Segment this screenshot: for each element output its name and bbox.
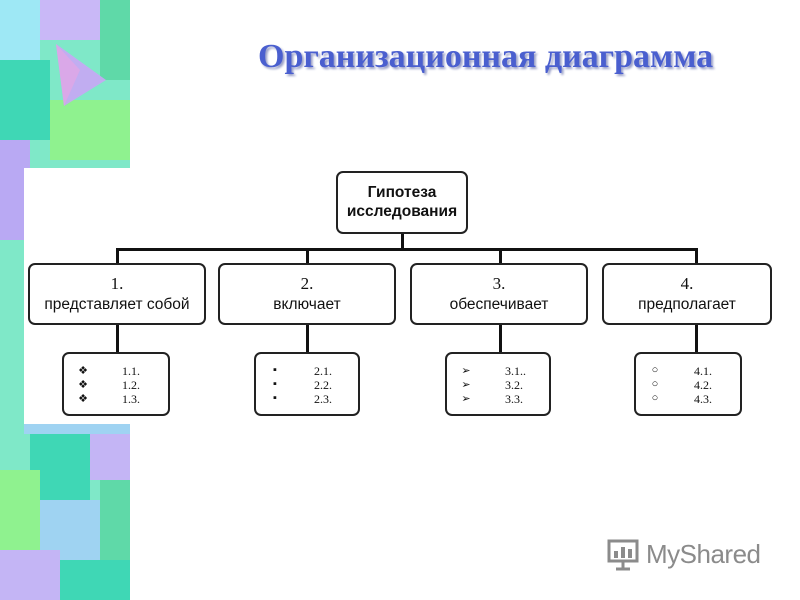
diamond-bullet-icon: ❖ <box>78 365 88 377</box>
circle-bullet-icon: ○ <box>651 364 659 376</box>
circle-bullet-icon: ○ <box>651 392 659 404</box>
root-node: Гипотеза исследования <box>336 171 468 234</box>
connector-branch-4 <box>695 248 698 264</box>
connector-sub-2 <box>306 325 309 353</box>
chart-screen-icon <box>607 539 639 571</box>
branch-number: 3. <box>492 274 506 293</box>
root-line-2: исследования <box>346 203 458 220</box>
circle-bullet-icon: ○ <box>651 378 659 390</box>
subitem-label: 3.1.. <box>505 364 526 378</box>
subitem-label: 2.1. <box>314 364 332 378</box>
branch-node-2: 2. включает <box>218 263 396 325</box>
subitems-node-1: ❖ 1.1. ❖ 1.2. ❖ 1.3. <box>62 352 170 416</box>
connector-sub-1 <box>116 325 119 353</box>
subitem-label: 2.2. <box>314 378 332 392</box>
arrow-bullet-icon: ➢ <box>461 365 471 377</box>
subitem-label: 3.3. <box>505 392 523 406</box>
subitem-label: 1.3. <box>122 392 140 406</box>
branch-label: обеспечивает <box>449 296 549 313</box>
slide-title: Организационная диаграмма <box>258 38 714 75</box>
arrow-bullet-icon: ➢ <box>461 393 471 405</box>
connector-sub-4 <box>695 325 698 353</box>
subitem-label: 4.1. <box>694 364 712 378</box>
branch-node-4: 4. предполагает <box>602 263 772 325</box>
branch-label: предполагает <box>638 296 736 313</box>
subitems-node-2: ▪ 2.1. ▪ 2.2. ▪ 2.3. <box>254 352 360 416</box>
branch-number: 2. <box>300 274 314 293</box>
branch-number: 4. <box>680 274 694 293</box>
arrow-bullet-icon: ➢ <box>461 379 471 391</box>
subitem-label: 2.3. <box>314 392 332 406</box>
connector-horizontal <box>116 248 698 251</box>
branch-label: включает <box>273 296 341 313</box>
square-bullet-icon: ▪ <box>273 378 277 390</box>
org-diagram: Гипотеза исследования 1. представляет со… <box>24 168 774 424</box>
subitems-node-4: ○ 4.1. ○ 4.2. ○ 4.3. <box>634 352 742 416</box>
logo-text: MyShared <box>646 539 761 569</box>
subitems-node-3: ➢ 3.1.. ➢ 3.2. ➢ 3.3. <box>445 352 551 416</box>
subitem-label: 1.2. <box>122 378 140 392</box>
connector-branch-1 <box>116 248 119 264</box>
square-bullet-icon: ▪ <box>273 392 277 404</box>
diamond-bullet-icon: ❖ <box>78 393 88 405</box>
subitem-label: 1.1. <box>122 364 140 378</box>
branch-node-3: 3. обеспечивает <box>410 263 588 325</box>
branch-number: 1. <box>110 274 124 293</box>
branch-label: представляет собой <box>44 296 190 313</box>
connector-branch-2 <box>306 248 309 264</box>
subitem-label: 3.2. <box>505 378 523 392</box>
root-line-1: Гипотеза <box>367 184 437 201</box>
subitem-label: 4.3. <box>694 392 712 406</box>
branch-node-1: 1. представляет собой <box>28 263 206 325</box>
square-bullet-icon: ▪ <box>273 364 277 376</box>
subitem-label: 4.2. <box>694 378 712 392</box>
connector-branch-3 <box>499 248 502 264</box>
diamond-bullet-icon: ❖ <box>78 379 88 391</box>
play-arrow-icon <box>56 44 106 106</box>
connector-root-down <box>401 234 404 250</box>
connector-sub-3 <box>499 325 502 353</box>
